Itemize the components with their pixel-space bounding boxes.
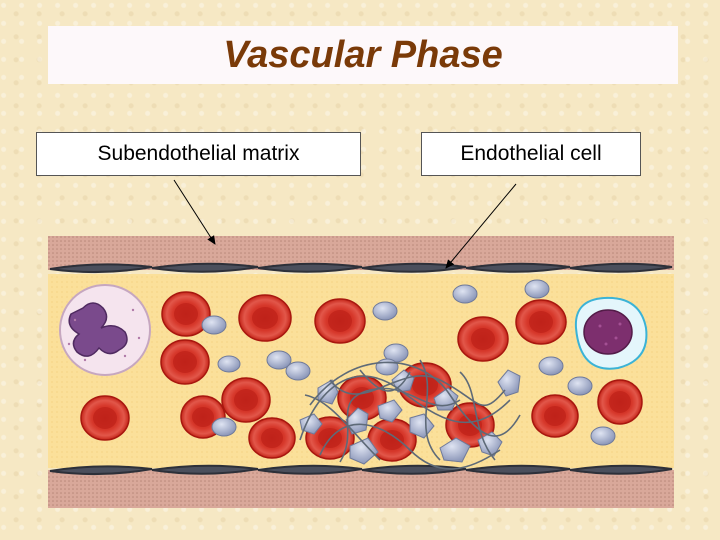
activated-platelet: [377, 399, 403, 423]
red-blood-cell: [80, 395, 130, 441]
red-blood-cell: [314, 298, 366, 344]
platelet: [266, 350, 292, 370]
endothelial-cell: [465, 262, 571, 273]
endothelial-layer-top: [49, 262, 673, 274]
lymphocyte: [574, 296, 648, 370]
title-box: Vascular Phase: [48, 26, 678, 84]
label-endothelial-cell-text: Endothelial cell: [460, 142, 602, 165]
activated-platelet: [477, 431, 503, 457]
activated-platelet: [439, 437, 471, 463]
platelet: [538, 356, 564, 376]
subendothelial-matrix-top: [48, 236, 674, 270]
label-subendothelial-matrix: Subendothelial matrix: [36, 132, 361, 176]
platelets: [201, 279, 616, 446]
red-blood-cell: [221, 377, 271, 423]
label-subendothelial-matrix-text: Subendothelial matrix: [97, 142, 300, 165]
activated-platelet: [345, 407, 369, 435]
label-endothelial-cell: Endothelial cell: [421, 132, 641, 176]
platelet: [211, 417, 237, 437]
red-blood-cell: [457, 316, 509, 362]
red-blood-cell: [238, 294, 292, 342]
activated-platelet: [299, 413, 323, 435]
platelet: [372, 301, 398, 321]
activated-platelet: [497, 369, 521, 397]
activated-platelet: [349, 437, 379, 465]
red-blood-cell: [515, 299, 567, 345]
red-blood-cell: [161, 291, 211, 337]
red-blood-cell: [160, 339, 210, 385]
activated-platelet: [409, 413, 435, 439]
endothelial-cell: [151, 262, 259, 273]
platelet: [285, 361, 311, 381]
red-blood-cell: [597, 379, 643, 425]
red-blood-cell: [531, 394, 579, 438]
platelet: [590, 426, 616, 446]
subendothelial-matrix-bottom: [48, 470, 674, 508]
fibrin-strands: [299, 359, 521, 470]
red-blood-cell: [248, 417, 296, 459]
page-title: Vascular Phase: [223, 33, 503, 76]
pointer-endothelial-cell: [445, 183, 517, 269]
platelet: [452, 284, 478, 304]
neutrophil: [59, 284, 151, 376]
platelet: [201, 315, 227, 335]
endothelial-cell: [569, 262, 673, 273]
platelet: [567, 376, 593, 396]
pointer-subendothelial-matrix: [173, 179, 216, 245]
endothelial-cell: [257, 262, 363, 273]
platelet: [375, 358, 399, 376]
endothelial-cell: [569, 464, 673, 475]
activated-platelets: [299, 369, 521, 465]
platelet: [217, 355, 241, 373]
platelet: [524, 279, 550, 299]
